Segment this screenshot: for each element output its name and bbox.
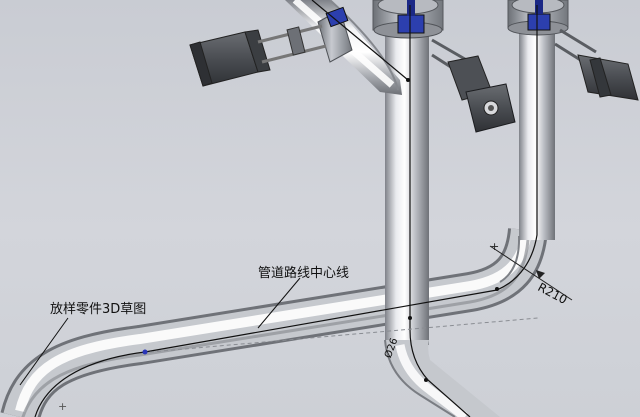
centerline-label: 管道路线中心线 xyxy=(258,266,350,281)
pneumatic-cylinder-right[interactable] xyxy=(554,28,639,101)
valve-bracket-center xyxy=(397,0,425,34)
sketch-label: 放样零件3D草图 xyxy=(50,302,147,317)
radius-dimension-leader[interactable]: + xyxy=(489,240,573,301)
centerline-label-leader xyxy=(257,277,301,329)
svg-text:+: + xyxy=(490,240,499,253)
pneumatic-cylinder-left[interactable] xyxy=(189,24,327,87)
sketch-centerline[interactable] xyxy=(34,0,538,417)
middle-vertical-pipe[interactable] xyxy=(384,25,500,417)
diagonal-pipe[interactable] xyxy=(0,223,548,417)
actuator-center[interactable] xyxy=(431,38,516,133)
origin-marker: + xyxy=(58,400,67,413)
valve-bracket-right xyxy=(527,0,551,31)
reference-line xyxy=(149,317,539,353)
sketch-label-leader xyxy=(19,317,69,386)
